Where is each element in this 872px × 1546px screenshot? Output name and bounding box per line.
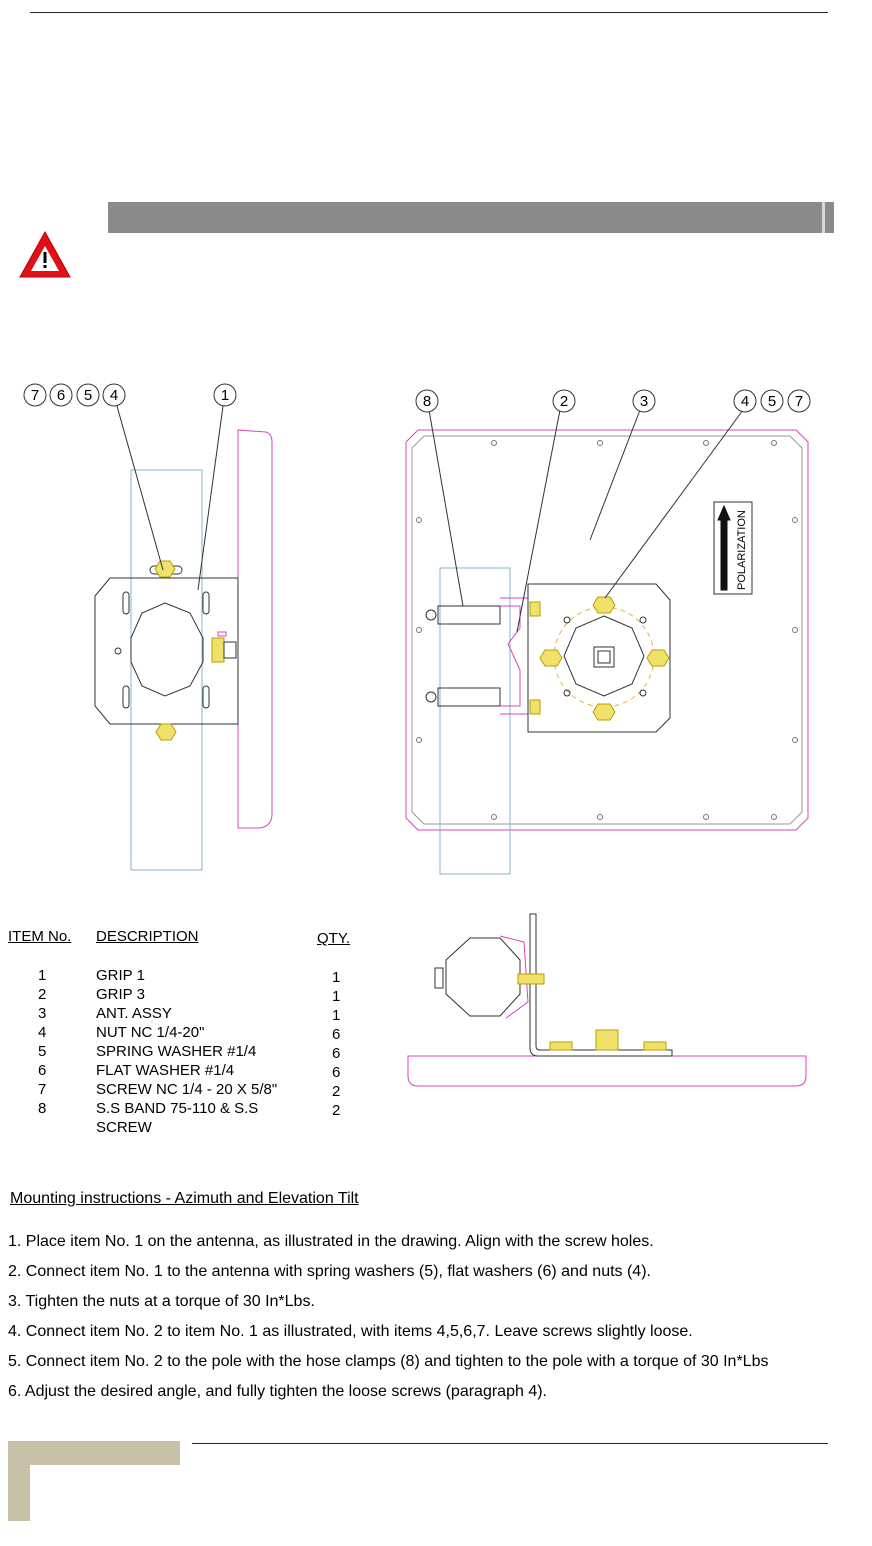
bom-row-5-desc: SPRING WASHER #1/4 [96, 1043, 257, 1060]
bom-row-8-no: 8 [38, 1100, 47, 1117]
callout-3: 3 [632, 389, 656, 413]
mounting-step-5: 5. Connect item No. 2 to the pole with t… [8, 1353, 769, 1370]
callout-5b-label: 5 [768, 393, 776, 410]
bom-row-5-no: 5 [38, 1043, 47, 1060]
footer-corner-stem [8, 1441, 30, 1521]
bom-row-1-desc: GRIP 1 [96, 967, 145, 984]
callout-4-label: 4 [110, 387, 118, 404]
bom-row-2-no: 2 [38, 986, 47, 1003]
bom-header-item: ITEM No. [8, 928, 72, 945]
callout-3-label: 3 [640, 393, 648, 410]
bom-row-5-qty: 6 [332, 1045, 341, 1062]
bom-row-2-desc: GRIP 3 [96, 986, 145, 1003]
callout-2-label: 2 [560, 393, 568, 410]
callout-1: 1 [213, 383, 237, 407]
bom-row-1-no: 1 [38, 967, 47, 984]
bom-row-3-no: 3 [38, 1005, 47, 1022]
callout-4b-label: 4 [741, 393, 749, 410]
mounting-drawing: 7 6 5 4 1 [23, 383, 811, 1087]
bom-row-1-qty: 1 [332, 969, 341, 986]
mounting-step-4: 4. Connect item No. 2 to item No. 1 as i… [8, 1323, 693, 1340]
front-view [405, 409, 809, 875]
bom-row-8-desc: S.S BAND 75-110 & S.S SCREW [96, 1100, 259, 1136]
side-callouts: 7 6 5 4 1 [23, 383, 237, 407]
callout-5b: 5 [760, 389, 784, 413]
bom-header-qty: QTY. [317, 930, 351, 947]
polarization-label: POLARIZATION [736, 510, 748, 590]
callout-4b: 4 [733, 389, 757, 413]
bom-row-4-qty: 6 [332, 1026, 341, 1043]
warning-icon [19, 230, 71, 278]
bom-row-7-qty: 2 [332, 1083, 341, 1100]
bom-row-4-desc: NUT NC 1/4-20" [96, 1024, 205, 1041]
bom-row-2-qty: 1 [332, 988, 341, 1005]
callout-8: 8 [415, 389, 439, 413]
footer-corner-bar [8, 1441, 180, 1465]
mounting-step-6: 6. Adjust the desired angle, and fully t… [8, 1383, 547, 1400]
mounting-step-3: 3. Tighten the nuts at a torque of 30 In… [8, 1293, 315, 1310]
callout-5: 5 [76, 383, 100, 407]
mounting-step-1: 1. Place item No. 1 on the antenna, as i… [8, 1233, 654, 1250]
side-view [94, 405, 273, 871]
section-heading-bar [108, 202, 834, 233]
callout-8-label: 8 [423, 393, 431, 410]
bom-row-7-no: 7 [38, 1081, 47, 1098]
bom-row-6-desc: FLAT WASHER #1/4 [96, 1062, 235, 1079]
callout-5-label: 5 [84, 387, 92, 404]
callout-7b: 7 [787, 389, 811, 413]
callout-4: 4 [102, 383, 126, 407]
callout-7-label: 7 [31, 387, 39, 404]
bom-row-4-no: 4 [38, 1024, 47, 1041]
footer-rule [192, 1443, 828, 1444]
top-view [407, 913, 807, 1087]
header-rule [30, 12, 828, 13]
callout-6: 6 [49, 383, 73, 407]
bom-row-8-qty: 2 [332, 1102, 341, 1119]
callout-7: 7 [23, 383, 47, 407]
bom-header-description: DESCRIPTION [96, 928, 199, 945]
bom-row-3-qty: 1 [332, 1007, 341, 1024]
bom-row-3-desc: ANT. ASSY [96, 1005, 172, 1022]
callout-2: 2 [552, 389, 576, 413]
bom-row-7-desc: SCREW NC 1/4 - 20 X 5/8" [96, 1081, 278, 1098]
front-callouts: 8 2 3 4 5 7 [415, 389, 811, 413]
callout-1-label: 1 [221, 387, 229, 404]
section-heading-bar-divider [822, 202, 825, 233]
mounting-steps: 1. Place item No. 1 on the antenna, as i… [8, 1231, 872, 1411]
callout-7b-label: 7 [795, 393, 803, 410]
bom-row-6-no: 6 [38, 1062, 47, 1079]
bom-row-6-qty: 6 [332, 1064, 341, 1081]
callout-6-label: 6 [57, 387, 65, 404]
mounting-title: Mounting instructions - Azimuth and Elev… [10, 1190, 359, 1207]
mounting-step-2: 2. Connect item No. 1 to the antenna wit… [8, 1263, 651, 1280]
